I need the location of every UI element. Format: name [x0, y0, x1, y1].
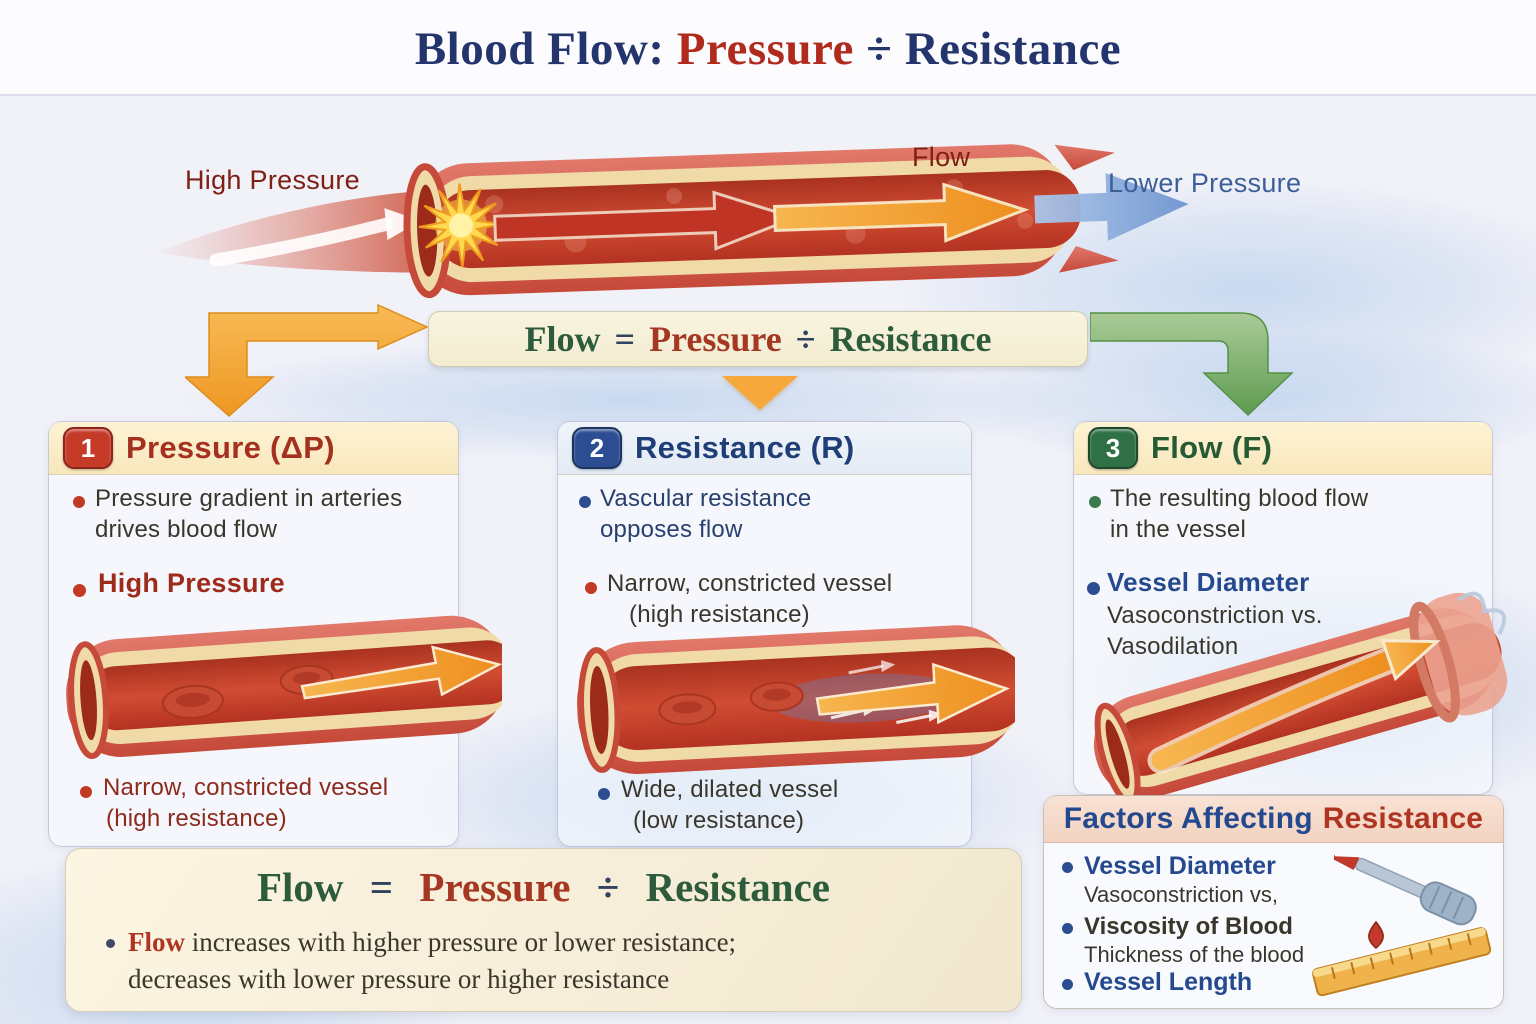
page-title: Blood Flow: Pressure ÷ Resistance — [0, 22, 1536, 76]
factor-vessel-length: Vessel Length — [1084, 968, 1253, 996]
formula-banner: Flow = Pressure ÷ Resistance — [428, 311, 1088, 367]
factors-heading: Factors Affecting Resistance — [1044, 796, 1503, 843]
vessel-diameter-sub: Vasoconstriction vs. Vasodilation — [1107, 602, 1323, 660]
bullet-dot — [1087, 582, 1100, 595]
formula-equals: = — [614, 319, 636, 359]
blood-drop-icon — [1368, 920, 1384, 949]
orange-flow-arrow — [772, 182, 1030, 243]
flow-label: Flow — [912, 142, 971, 172]
constricted-vessel-illustration — [66, 615, 502, 760]
title-part-resistance: ÷ Resistance — [866, 23, 1122, 75]
vessel-cuff — [1417, 592, 1508, 716]
red-flow-arrow — [493, 190, 800, 251]
title-part-blood-flow: Blood Flow: — [414, 23, 665, 75]
pressure-column-title: Pressure (ΔP) — [126, 430, 335, 465]
formula-divide: ÷ — [795, 319, 816, 359]
bullet-dot — [585, 582, 597, 594]
flow-column-header: 3 Flow (F) — [1074, 422, 1492, 475]
bullet-dot — [73, 496, 85, 508]
resistance-bullet-1: Vascular resistance opposes flow — [600, 485, 812, 543]
pressure-bullet-1: Pressure gradient in arteries drives blo… — [95, 485, 403, 543]
bullet-dot — [598, 788, 610, 800]
resistance-bullet-3: Wide, dilated vessel (low resistance) — [621, 776, 839, 834]
resistance-column-header: 2 Resistance (R) — [558, 422, 971, 475]
viscosity-dropper-icon — [1334, 853, 1477, 949]
title-strip — [0, 0, 1536, 96]
ruler-icon — [1312, 927, 1492, 997]
summary-flow-word: Flow — [128, 927, 185, 957]
bullet-dot — [106, 939, 115, 948]
orange-flow-arrow — [815, 662, 1010, 725]
vessel-tail — [157, 190, 425, 273]
factor-vessel-diameter-sub: Vasoconstriction vs, — [1084, 882, 1279, 907]
formula-resistance: Resistance — [829, 319, 992, 359]
factors-box: Factors Affecting Resistance Vessel Diam… — [1043, 795, 1504, 1009]
factors-heading-red: Resistance — [1322, 802, 1484, 835]
bullet-dot — [1062, 979, 1073, 990]
formula-flow: Flow — [524, 319, 601, 359]
white-flow-arrow — [209, 217, 394, 267]
factor-viscosity-sub: Thickness of the blood — [1084, 942, 1305, 967]
flow-bullet-1: The resulting blood flow in the vessel — [1110, 485, 1369, 543]
bullet-dot — [1089, 496, 1101, 508]
bullet-dot — [73, 584, 86, 597]
vessel-diameter-bullet: Vessel Diameter — [1107, 567, 1310, 597]
dilated-vessel-illustration — [576, 625, 1015, 774]
pressure-column-header: 1 Pressure (ΔP) — [49, 422, 458, 475]
top-vessel-illustration — [157, 144, 1189, 299]
resistance-bullet-2: Narrow, constricted vessel (high resista… — [607, 570, 893, 628]
bullet-dot — [1062, 923, 1073, 934]
lower-pressure-label: Lower Pressure — [1108, 168, 1302, 198]
bullet-dot — [579, 496, 591, 508]
resistance-column-title: Resistance (R) — [635, 430, 855, 465]
factors-heading-blue: Factors Affecting — [1063, 802, 1313, 835]
summary-formula: Flow = Pressure ÷ Resistance — [257, 864, 830, 910]
orange-flow-arrow — [1151, 648, 1404, 770]
bullet-dot — [80, 786, 92, 798]
green-elbow-arrow — [1090, 312, 1294, 417]
badge-2: 2 — [572, 427, 622, 469]
flow-vessel-illustration — [1093, 591, 1508, 800]
flow-column-title: Flow (F) — [1151, 430, 1273, 465]
high-pressure-bullet: High Pressure — [98, 568, 285, 598]
summary-box: Flow = Pressure ÷ Resistance Flow increa… — [65, 848, 1022, 1012]
badge-3: 3 — [1088, 427, 1138, 469]
bullet-dot — [1062, 862, 1073, 873]
formula-pressure: Pressure — [649, 319, 782, 359]
summary-bullet: Flow increases with higher pressure or l… — [128, 927, 737, 994]
blue-flow-arrow — [1034, 172, 1189, 241]
factor-viscosity: Viscosity of Blood — [1084, 913, 1293, 940]
badge-1: 1 — [63, 427, 113, 469]
orange-elbow-arrow — [185, 303, 429, 418]
title-part-pressure: Pressure — [676, 23, 854, 75]
orange-flow-arrow — [300, 645, 502, 700]
pressure-bullet-3: Narrow, constricted vessel (high resista… — [103, 774, 389, 832]
orange-down-triangle — [722, 376, 798, 410]
high-pressure-label: High Pressure — [185, 165, 360, 195]
factor-vessel-diameter: Vessel Diameter — [1084, 852, 1276, 880]
